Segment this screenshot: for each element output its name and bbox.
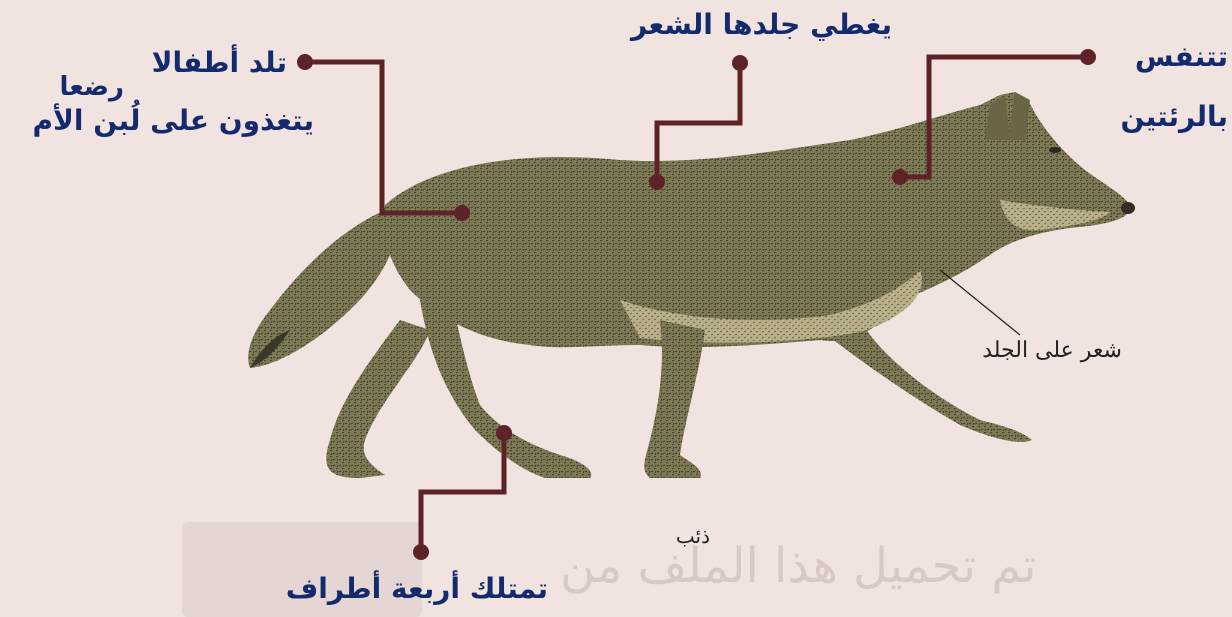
babies-inner-dot xyxy=(454,205,470,221)
label-animal-name: ذئب xyxy=(676,524,710,548)
label-hair: يغطي جلدها الشعر xyxy=(631,8,892,41)
label-babies-line3: يتغذون على لُبن الأم xyxy=(33,104,314,137)
limbs-leader-line xyxy=(421,433,504,552)
babies-outer-dot xyxy=(297,54,313,70)
wolf-nose xyxy=(1121,202,1135,214)
hair-on-skin-pointer xyxy=(940,270,1020,335)
wolf-far-hind-leg xyxy=(326,320,430,478)
label-breathe-line2: بالرئتين xyxy=(1120,100,1228,133)
hair-inner-dot xyxy=(649,174,665,190)
limbs-inner-dot xyxy=(496,425,512,441)
label-breathe-line1: تتنفس xyxy=(1135,40,1228,73)
label-babies-line2: رضعا xyxy=(59,72,124,102)
limbs-outer-dot xyxy=(413,544,429,560)
wolf-eye xyxy=(1049,147,1061,153)
breathe-outer-dot xyxy=(1080,49,1096,65)
hair-outer-dot xyxy=(732,55,748,71)
label-babies-line1: تلد أطفالا xyxy=(152,46,287,79)
label-limbs: تمتلك أربعة أطراف xyxy=(286,572,548,605)
label-hair-on-skin: شعر على الجلد xyxy=(982,338,1122,363)
breathe-inner-dot xyxy=(892,169,908,185)
